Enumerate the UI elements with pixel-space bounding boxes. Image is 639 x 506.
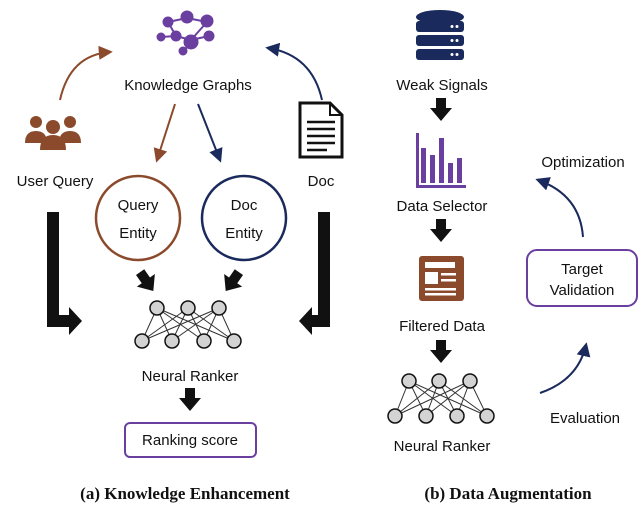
knowledge-graphs-label: Knowledge Graphs [124, 77, 252, 94]
neural-ranker-label-b: Neural Ranker [394, 438, 491, 455]
target-validation-line2: Validation [550, 282, 615, 299]
filtered-data-label: Filtered Data [399, 318, 486, 335]
caption-b: (b) Data Augmentation [424, 484, 592, 503]
knowledge-graph-icon [156, 10, 215, 56]
doc-to-kg-arrow [265, 42, 323, 101]
ranking-score-label: Ranking score [142, 432, 238, 449]
selector-to-filtered-arrow [430, 219, 452, 242]
caption-a: (a) Knowledge Enhancement [80, 484, 290, 503]
newspaper-icon [419, 256, 464, 301]
weak-signals-label: Weak Signals [396, 77, 487, 94]
kg-to-query-entity-arrow [153, 103, 176, 163]
users-icon [25, 116, 81, 150]
database-icon [416, 10, 464, 60]
doc-to-ranker-arrow [299, 212, 330, 335]
kg-to-doc-entity-arrow [197, 103, 223, 163]
validation-to-optimization-arrow [535, 177, 584, 238]
target-validation-line1: Target [561, 261, 604, 278]
neural-ranker-network-b [387, 373, 495, 424]
optimization-label: Optimization [541, 154, 624, 171]
doc-entity-to-ranker-arrow [224, 269, 243, 292]
document-icon [298, 101, 344, 159]
query-entity-line1: Query [118, 197, 159, 214]
query-entity-line2: Entity [119, 225, 157, 242]
query-entity-to-ranker-arrow [136, 269, 155, 292]
ranker-to-validation-arrow [539, 342, 591, 394]
bar-chart-icon [416, 133, 466, 188]
evaluation-label: Evaluation [550, 410, 620, 427]
doc-entity-node [200, 174, 288, 262]
target-validation-box [526, 249, 638, 307]
neural-ranker-label-a: Neural Ranker [142, 368, 239, 385]
ranking-score-box [124, 422, 257, 458]
user-to-kg-arrow [59, 45, 113, 101]
user-query-label: User Query [17, 173, 94, 190]
doc-entity-line2: Entity [225, 225, 263, 242]
ranker-to-score-arrow [179, 388, 201, 411]
filtered-to-ranker-arrow [430, 340, 452, 363]
query-entity-node [94, 174, 182, 262]
neural-ranker-network-a [134, 300, 242, 349]
data-selector-label: Data Selector [397, 198, 488, 215]
doc-entity-line1: Doc [231, 197, 258, 214]
user-query-to-ranker-arrow [47, 212, 82, 335]
weak-signals-to-selector-arrow [430, 98, 452, 121]
doc-label: Doc [308, 173, 335, 190]
